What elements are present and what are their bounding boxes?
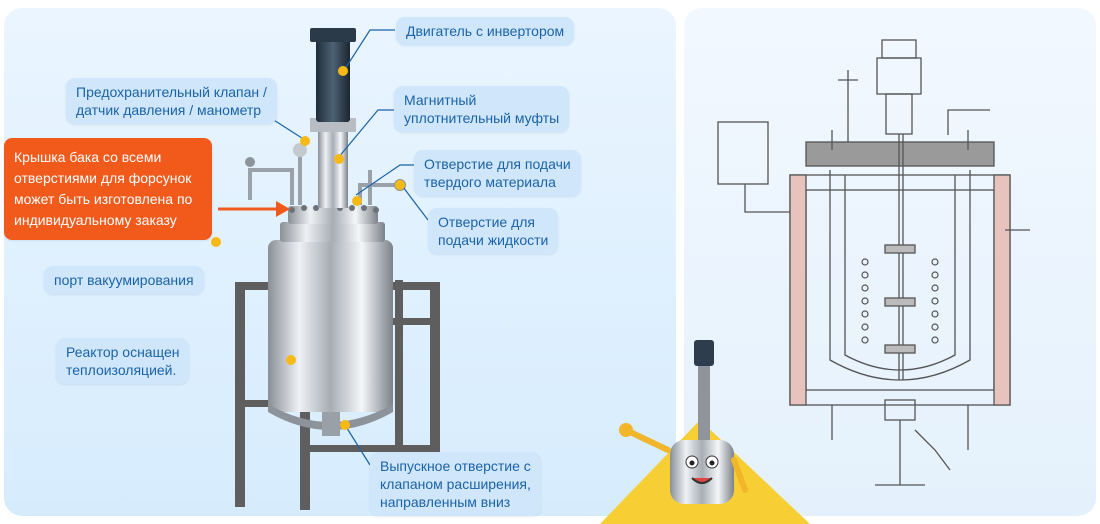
callout-insulation-line: Реактор оснащен xyxy=(66,344,180,360)
vacuum-marker xyxy=(211,237,221,247)
callout-safety-valve-line: датчик давления / манометр xyxy=(76,102,262,118)
frame-leg-front xyxy=(300,320,310,510)
magnetic-seal-marker xyxy=(334,154,344,164)
callout-motor: Двигатель с инвертором xyxy=(396,17,575,45)
callout-motor-text: Двигатель с инвертором xyxy=(406,23,565,39)
callout-liquid-feed: Отверстие для подачи жидкости xyxy=(428,208,559,254)
callout-vacuum-port: порт вакуумирования xyxy=(44,266,204,294)
callout-solid-feed-line: Отверстие для подачи xyxy=(424,156,571,172)
callout-safety-valve: Предохранительный клапан / датчик давлен… xyxy=(66,78,277,124)
mascot-body xyxy=(670,440,734,504)
motor xyxy=(316,30,350,122)
vessel-body xyxy=(268,240,393,412)
magnetic-coupling xyxy=(318,128,348,208)
callout-magnetic-seal: Магнитный уплотнительный муфты xyxy=(394,86,570,132)
schematic-inner-vessel xyxy=(829,170,971,381)
insulation-marker xyxy=(286,355,296,365)
callout-discharge: Выпускное отверстие с клапаном расширени… xyxy=(370,452,541,516)
safety-valve-marker xyxy=(300,136,310,146)
frame-leg-right xyxy=(430,290,440,500)
callout-liquid-feed-line: подачи жидкости xyxy=(438,232,549,248)
discharge-pipe xyxy=(322,412,340,436)
discharge-marker xyxy=(340,420,350,430)
callout-discharge-line: клапаном расширения, xyxy=(380,476,531,492)
lid-flange xyxy=(280,222,385,242)
callout-lid-line: отверстиями для форсунок xyxy=(14,170,192,186)
callout-magnetic-seal-line: Магнитный xyxy=(404,92,477,108)
liquid-feed-marker xyxy=(352,196,362,206)
callout-lid-line: может быть изготовлена по xyxy=(14,191,193,207)
callout-solid-feed-line: твердого материала xyxy=(424,174,556,190)
solid-feed-marker xyxy=(395,180,405,190)
callout-insulation: Реактор оснащен теплоизоляцией. xyxy=(56,338,190,384)
callout-discharge-line: направленным вниз xyxy=(380,494,511,510)
callout-vacuum-port-text: порт вакуумирования xyxy=(54,272,194,288)
callout-liquid-feed-line: Отверстие для xyxy=(438,214,535,230)
callout-solid-feed: Отверстие для подачи твердого материала xyxy=(414,150,581,196)
callout-lid: Крышка бака со всеми отверстиями для фор… xyxy=(4,138,212,240)
pointing-hand-icon xyxy=(619,423,633,437)
schematic-side-tank xyxy=(717,121,769,185)
frame-leg-left xyxy=(235,285,245,507)
motor-marker xyxy=(338,66,348,76)
lid-arrow-icon xyxy=(276,201,290,217)
callout-safety-valve-line: Предохранительный клапан / xyxy=(76,84,267,100)
reactor-schematic-panel xyxy=(684,8,1096,516)
callout-lid-line: Крышка бака со всеми xyxy=(14,149,162,165)
callout-insulation-line: теплоизоляцией. xyxy=(66,362,177,378)
callout-lid-line: индивидуальному заказу xyxy=(14,212,177,228)
callout-discharge-line: Выпускное отверстие с xyxy=(380,458,531,474)
callout-magnetic-seal-line: уплотнительный муфты xyxy=(404,110,560,126)
